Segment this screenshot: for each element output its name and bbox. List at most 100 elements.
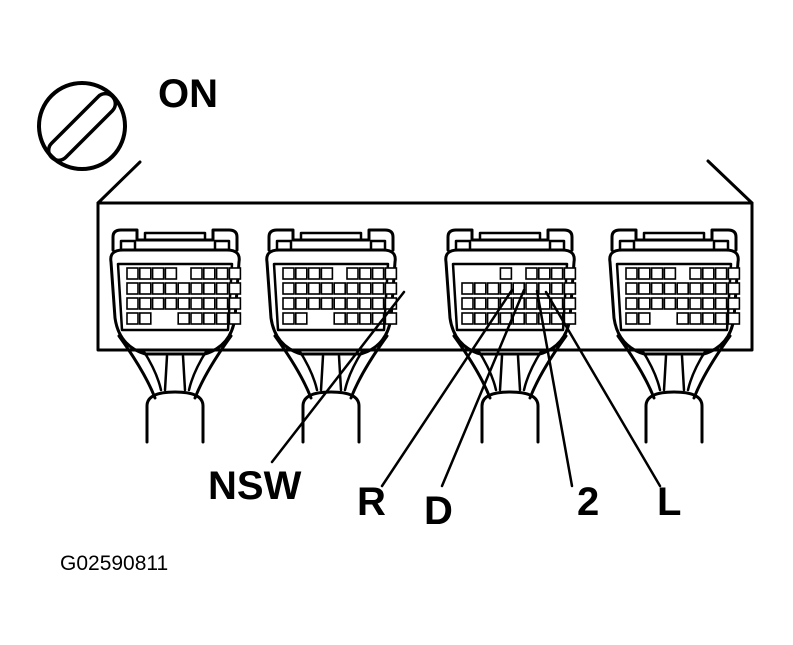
pin-cavity [126,297,139,310]
pin-cavity [333,282,347,295]
pin-cavity [215,312,229,325]
pin-cavity [358,312,372,325]
pin-cavity [320,297,334,310]
pin-cavity [190,282,203,295]
pin-cavity [727,297,741,310]
pin-cavity [228,282,242,295]
figure-code: G02590811 [60,552,168,575]
pin-cavity [384,267,398,280]
pin-cavity [346,282,359,295]
wire-harness [273,334,389,400]
pin-cavity [663,282,677,295]
pin-cavity [282,267,295,280]
pin-cavity [151,297,165,310]
pin-cavity [151,267,165,280]
pin-cavity [550,282,564,295]
harness-sleeve [301,390,361,444]
connector-1 [109,228,242,444]
pin-cavity [727,267,741,280]
pin-grid [126,267,242,325]
pin-cavity [228,297,242,310]
pin-cavity [320,282,334,295]
terminal-label-l: L [657,480,681,524]
pin-cavity [203,297,216,310]
pin-cavity [215,267,229,280]
pin-cavity [320,267,334,280]
pin-cavity [486,282,500,295]
pin-cavity [512,282,526,295]
pin-cavity [139,282,152,295]
pin-cavity [190,297,203,310]
pin-cavity [701,312,715,325]
connector-guide [618,239,730,252]
pin-cavity [689,282,702,295]
pin-cavity [563,267,577,280]
pin-cavity [294,282,308,295]
terminal-label-2: 2 [577,480,599,524]
pin-cavity [714,297,728,310]
pin-cavity [676,312,690,325]
pin-cavity [307,297,321,310]
pin-cavity [499,282,513,295]
connector-4 [608,228,741,444]
connector-latch [642,231,706,242]
pin-cavity [714,282,728,295]
pin-cavity [164,297,178,310]
pin-cavity [461,312,474,325]
pin-cavity [625,267,638,280]
pin-cavity [650,282,664,295]
pin-cavity [384,282,398,295]
connector-latch [478,231,542,242]
pin-cavity [563,312,577,325]
pin-cavity [177,312,190,325]
pin-cavity [346,267,359,280]
pin-cavity [294,267,308,280]
wire-strands [476,348,544,392]
pin-cavity [637,267,651,280]
pin-cavity [727,282,741,295]
pin-cavity [689,312,702,325]
pin-cavity [177,297,190,310]
pin-cavity [371,282,385,295]
leader-d [440,288,526,488]
pin-cavity [190,267,203,280]
pin-cavity [177,282,190,295]
pin-cavity [346,312,359,325]
ignition-state-label: ON [158,72,218,116]
leader-r [380,288,514,488]
pin-cavity [650,297,664,310]
pin-cavity [663,297,677,310]
wire-harness [452,334,568,400]
ecu-housing [96,159,754,352]
pin-cavity [525,282,538,295]
pin-cavity [473,282,487,295]
pin-cavity [126,267,139,280]
pin-cavity [525,312,538,325]
pin-cavity [203,312,216,325]
pin-cavity [461,297,474,310]
pin-cavity [499,267,513,280]
connector-shell-top [610,228,738,252]
pin-cavity [550,267,564,280]
pin-cavity [228,267,242,280]
pin-cavity [215,297,229,310]
pin-cavity [537,282,551,295]
connector-cavity [451,262,569,332]
pin-cavity [333,297,347,310]
pin-cavity [701,282,715,295]
terminal-label-r: R [357,480,386,524]
pin-cavity [282,297,295,310]
pin-cavity [307,282,321,295]
connector-shell-top [111,228,239,252]
pin-cavity [714,312,728,325]
pin-cavity [282,312,295,325]
pin-cavity [139,267,152,280]
harness-sleeve [480,390,540,444]
pin-cavity [228,312,242,325]
pin-cavity [563,282,577,295]
pin-cavity [486,297,500,310]
connector-group [109,228,741,444]
pin-cavity [190,312,203,325]
pin-cavity [637,282,651,295]
connector-latch [143,231,207,242]
